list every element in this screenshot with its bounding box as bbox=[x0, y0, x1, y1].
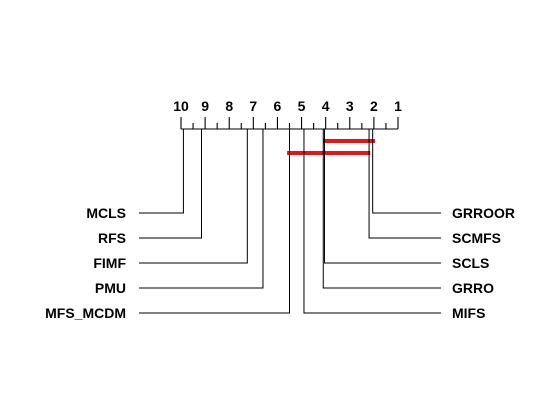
clique-bars bbox=[287, 139, 376, 155]
method-label: GRROOR bbox=[452, 205, 515, 221]
method-label: PMU bbox=[95, 280, 126, 296]
method-label: MIFS bbox=[452, 305, 485, 321]
axis-tick-label: 9 bbox=[201, 98, 209, 114]
axis-tick-label: 1 bbox=[394, 98, 402, 114]
method-label: SCLS bbox=[452, 255, 489, 271]
axis-tick-label: 10 bbox=[173, 98, 189, 114]
method-connector-line bbox=[139, 129, 184, 214]
method-connector-line bbox=[139, 129, 290, 314]
axis-tick-label: 3 bbox=[346, 98, 354, 114]
method-label: SCMFS bbox=[452, 230, 501, 246]
method-connector-line bbox=[323, 129, 441, 264]
left-methods: MCLS RFS FIMF PMU MFS_MCDM bbox=[45, 129, 290, 321]
right-methods: GRROOR SCMFS SCLS GRRO MIFS bbox=[303, 129, 515, 321]
method-connector-line bbox=[368, 129, 441, 239]
method-connector-line bbox=[139, 129, 248, 264]
method-connector-line bbox=[139, 129, 202, 239]
method-label: MFS_MCDM bbox=[45, 305, 126, 321]
axis-tick-label: 6 bbox=[274, 98, 282, 114]
axis-tick-label: 7 bbox=[249, 98, 257, 114]
method-label: FIMF bbox=[93, 255, 126, 271]
axis-tick-label: 4 bbox=[322, 98, 330, 114]
method-connector-line bbox=[372, 129, 441, 214]
axis-tick-label: 5 bbox=[298, 98, 306, 114]
method-label: RFS bbox=[98, 230, 126, 246]
axis-tick-label: 8 bbox=[225, 98, 233, 114]
axis-tick-label: 2 bbox=[370, 98, 378, 114]
method-connector-line bbox=[303, 129, 441, 314]
method-connector-line bbox=[322, 129, 441, 289]
method-label: MCLS bbox=[86, 205, 126, 221]
method-label: GRRO bbox=[452, 280, 494, 296]
method-connector-line bbox=[139, 129, 264, 289]
